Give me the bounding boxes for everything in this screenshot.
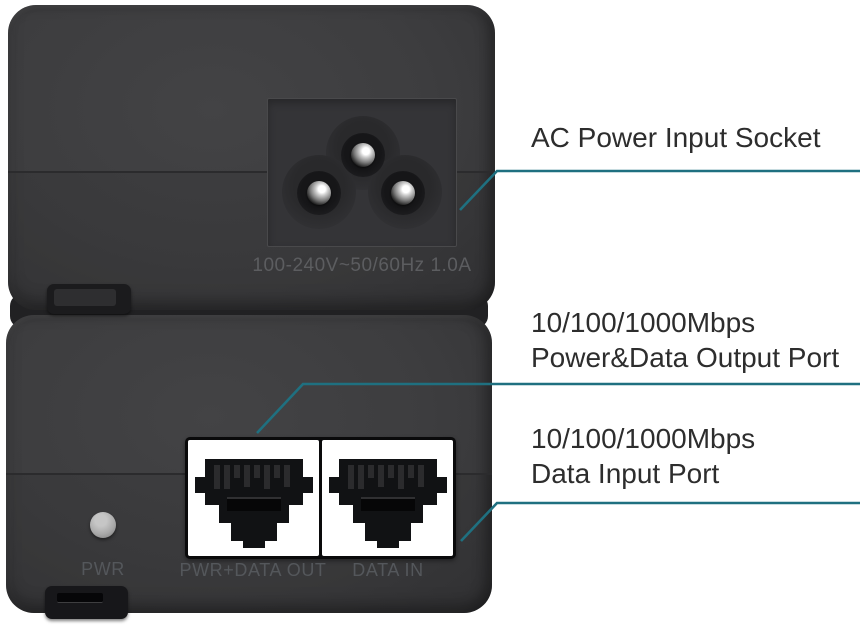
poe-injector-top-view: 100-240V~50/60Hz 1.0A — [8, 5, 495, 310]
power-led — [90, 512, 116, 538]
annotation-line: 10/100/1000Mbps — [531, 307, 756, 338]
port-label-pwr-data-out: PWR+DATA OUT — [179, 560, 327, 580]
ac-power-input-socket — [267, 98, 457, 247]
port-pwr-data-out — [188, 440, 319, 556]
power-pin — [351, 143, 375, 167]
port-block — [185, 437, 456, 559]
mount-hook — [45, 586, 128, 619]
power-pin — [307, 181, 331, 205]
power-spec-label: 100-240V~50/60Hz 1.0A — [252, 255, 472, 276]
mount-hook — [47, 284, 131, 314]
annotation-line: AC Power Input Socket — [531, 122, 821, 153]
poe-injector-front-view: PWR — [6, 315, 492, 613]
mount-hook-slot — [57, 593, 103, 603]
annotation-line: 10/100/1000Mbps — [531, 423, 756, 454]
port-data-in — [322, 440, 453, 556]
power-pin — [391, 181, 415, 205]
annotation-ac-socket: AC Power Input Socket — [531, 120, 820, 155]
rj45-jack-icon — [328, 459, 447, 548]
rj45-jack-icon — [194, 459, 313, 548]
mount-hook-face — [54, 289, 116, 306]
callout-line-input-port — [460, 501, 860, 542]
led-label: PWR — [81, 559, 125, 579]
callout-line-ac-socket — [459, 169, 860, 211]
annotation-output-port: 10/100/1000Mbps Power&Data Output Port — [531, 305, 839, 375]
annotation-line: Power&Data Output Port — [531, 342, 840, 373]
annotation-input-port: 10/100/1000Mbps Data Input Port — [531, 421, 755, 491]
body-seam — [8, 171, 495, 173]
annotation-line: Data Input Port — [531, 458, 720, 489]
port-label-data-in: DATA IN — [352, 560, 424, 580]
